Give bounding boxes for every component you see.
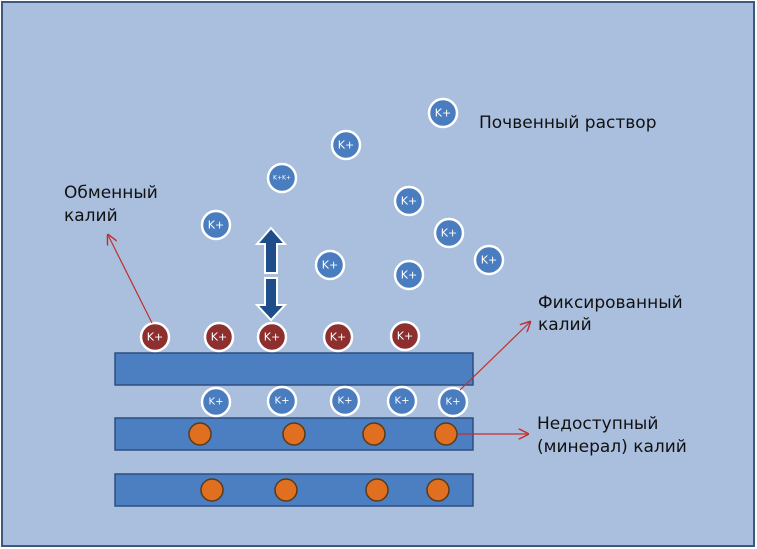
ion-label: K+ (330, 331, 346, 344)
exchange-arrow-down (254, 277, 288, 322)
exchangeable-ion: K+ (139, 321, 171, 353)
mineral-potassium-dot (426, 478, 450, 502)
mineral-potassium-dot (274, 478, 298, 502)
ion-label: K+ (322, 259, 338, 272)
exchangeable-potassium-label-line1: Обменный (64, 183, 158, 203)
mineral-potassium-dot (200, 478, 224, 502)
solution-ion: K+ (393, 259, 425, 291)
mineral-potassium-group (188, 422, 458, 502)
ion-label: K+ (401, 269, 417, 282)
ion-label: K+ (435, 107, 451, 120)
fixed-ion: K+ (200, 386, 232, 418)
ion-label: K+K+ (273, 175, 291, 182)
soil-solution-label: Почвенный раствор (479, 113, 657, 133)
mineral-potassium-dot (282, 422, 306, 446)
solution-ion: K+ (473, 244, 505, 276)
solution-ion: K+ (330, 129, 362, 161)
solution-ion: K+ (314, 249, 346, 281)
ion-label: K+ (446, 397, 461, 408)
ion-label: K+ (401, 195, 417, 208)
exchange-arrow-up (254, 226, 288, 274)
ion-label: K+ (338, 396, 353, 407)
exchangeable-ion: K+ (322, 321, 354, 353)
fixed-potassium-label-line1: Фиксированный (538, 293, 683, 313)
fixed-pointer-line (459, 322, 530, 391)
ion-label: K+ (147, 331, 163, 344)
exchangeable-ion: K+ (256, 321, 288, 353)
ion-label: K+ (264, 331, 280, 344)
unavailable-potassium-label-line2: (минерал) калий (537, 437, 687, 457)
unavailable-potassium-label-line1: Недоступный (537, 414, 659, 434)
mineral-potassium-dot (365, 478, 389, 502)
mineral-potassium-dot (362, 422, 386, 446)
exchangeable-ion: K+ (203, 321, 235, 353)
fixed-ion: K+ (386, 385, 418, 417)
ion-label: K+ (441, 227, 457, 240)
ion-label: K+ (209, 397, 224, 408)
ion-label: K+ (208, 219, 224, 232)
fixed-potassium-label-line2: калий (538, 315, 592, 335)
fixed-ion: K+ (329, 385, 361, 417)
exchangeable-pointer-line (108, 235, 153, 324)
ion-label: K+ (211, 331, 227, 344)
solution-ion: K+ (393, 185, 425, 217)
solution-ion: K+ (200, 209, 232, 241)
mineral-potassium-dot (188, 422, 212, 446)
fixed-ion: K+ (266, 385, 298, 417)
mineral-potassium-dot (434, 422, 458, 446)
solution-ion: K+ (427, 97, 459, 129)
exchangeable-ion: K+ (389, 320, 421, 352)
ion-label: K+ (338, 139, 354, 152)
ion-label: K+ (395, 396, 410, 407)
solution-ion: K+ (433, 217, 465, 249)
exchangeable-potassium-label-line2: калий (64, 206, 118, 226)
ion-label: K+ (275, 396, 290, 407)
mineral-layer-top (114, 352, 474, 386)
ion-label: K+ (397, 330, 413, 343)
fixed-ion: K+ (437, 386, 469, 418)
solution-ion: K+K+ (266, 162, 298, 194)
ion-label: K+ (481, 254, 497, 267)
